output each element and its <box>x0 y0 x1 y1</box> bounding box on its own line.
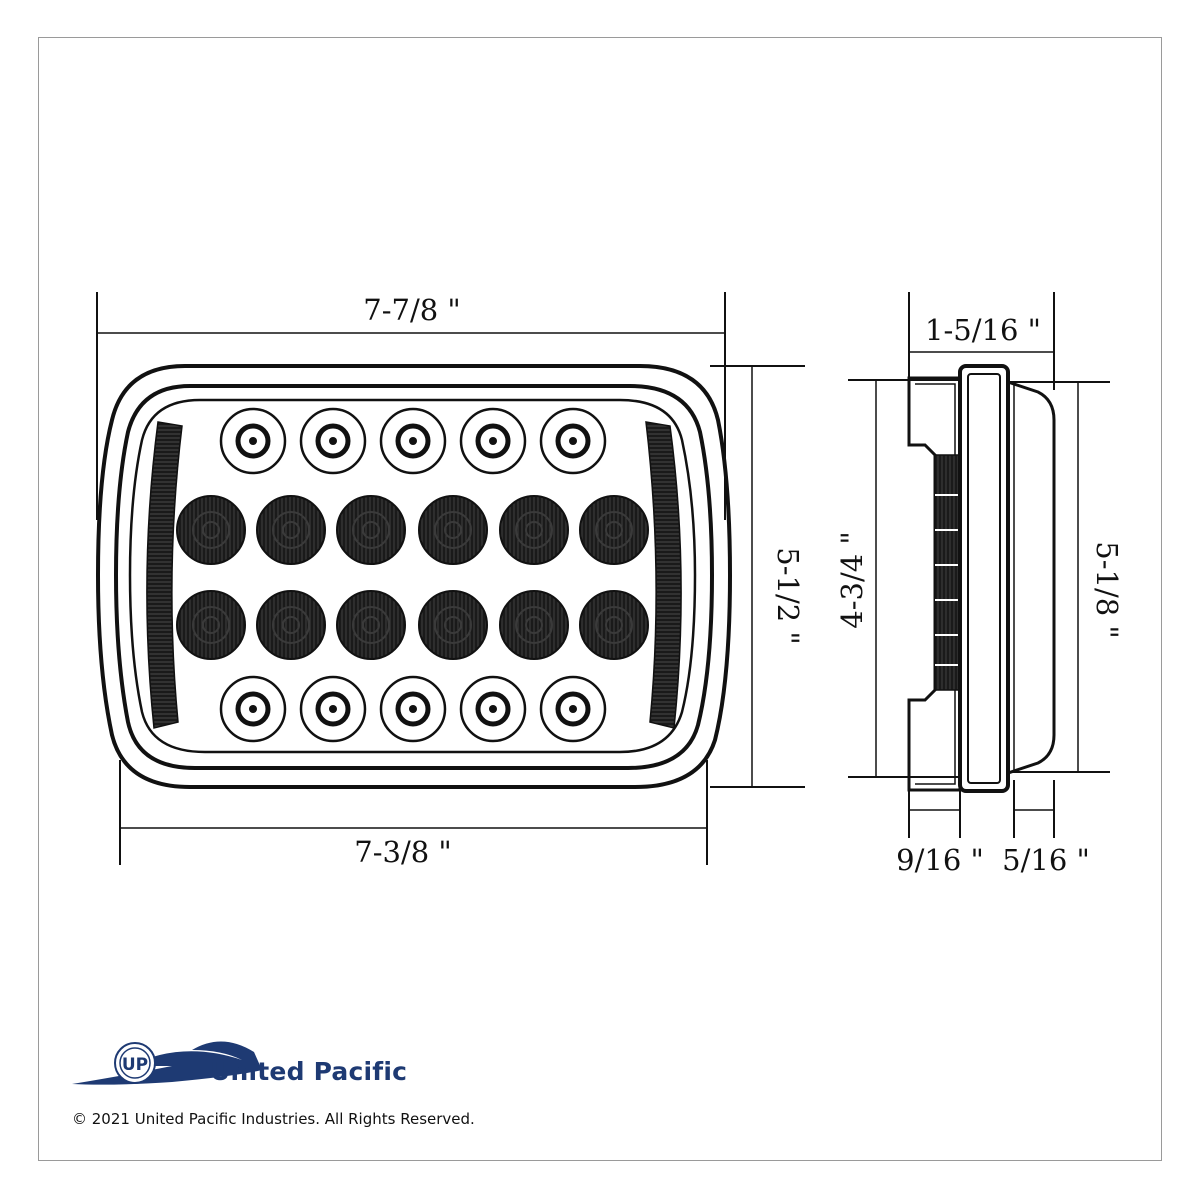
heat-sink <box>934 454 961 691</box>
right-strip <box>645 421 682 729</box>
front-view <box>95 292 805 865</box>
small-led <box>379 407 447 475</box>
dim-top-width: 7-7/8 " <box>363 293 460 327</box>
brand-name: United Pacific <box>210 1057 408 1086</box>
svg-text:UP: UP <box>122 1055 148 1075</box>
small-led <box>539 675 607 743</box>
housing-outer <box>95 364 733 789</box>
dim-flange-depth: 9/16 " <box>896 843 984 877</box>
dim-lens-depth: 5/16 " <box>1002 843 1090 877</box>
small-led <box>299 407 367 475</box>
housing-inner <box>113 384 715 770</box>
drawing-frame <box>38 37 1162 1161</box>
dim-inner-height: 4-3/4 " <box>835 531 869 628</box>
united-pacific-logo: UP <box>72 1041 262 1085</box>
copyright-text: © 2021 United Pacific Industries. All Ri… <box>72 1110 475 1128</box>
large-led <box>418 590 488 660</box>
small-led <box>459 407 527 475</box>
large-led <box>579 590 649 660</box>
dim-height: 5-1/2 " <box>771 547 805 644</box>
small-led <box>379 675 447 743</box>
small-led <box>219 407 287 475</box>
large-led <box>418 495 488 565</box>
left-strip <box>146 421 183 729</box>
large-led <box>256 495 326 565</box>
side-view <box>848 292 1110 838</box>
large-led <box>336 590 406 660</box>
large-led <box>579 495 649 565</box>
large-led <box>336 495 406 565</box>
small-led <box>459 675 527 743</box>
dim-depth: 1-5/16 " <box>925 313 1041 347</box>
large-led <box>176 590 246 660</box>
small-led <box>219 675 287 743</box>
lens-border <box>128 398 697 754</box>
small-led <box>299 675 367 743</box>
lens <box>1006 379 1056 776</box>
large-led <box>499 495 569 565</box>
dim-bottom-width: 7-3/8 " <box>354 835 451 869</box>
large-led <box>176 495 246 565</box>
large-led <box>256 590 326 660</box>
dim-outer-height: 5-1/8 " <box>1090 541 1124 638</box>
small-led <box>539 407 607 475</box>
large-led <box>499 590 569 660</box>
led-grid <box>176 407 649 743</box>
